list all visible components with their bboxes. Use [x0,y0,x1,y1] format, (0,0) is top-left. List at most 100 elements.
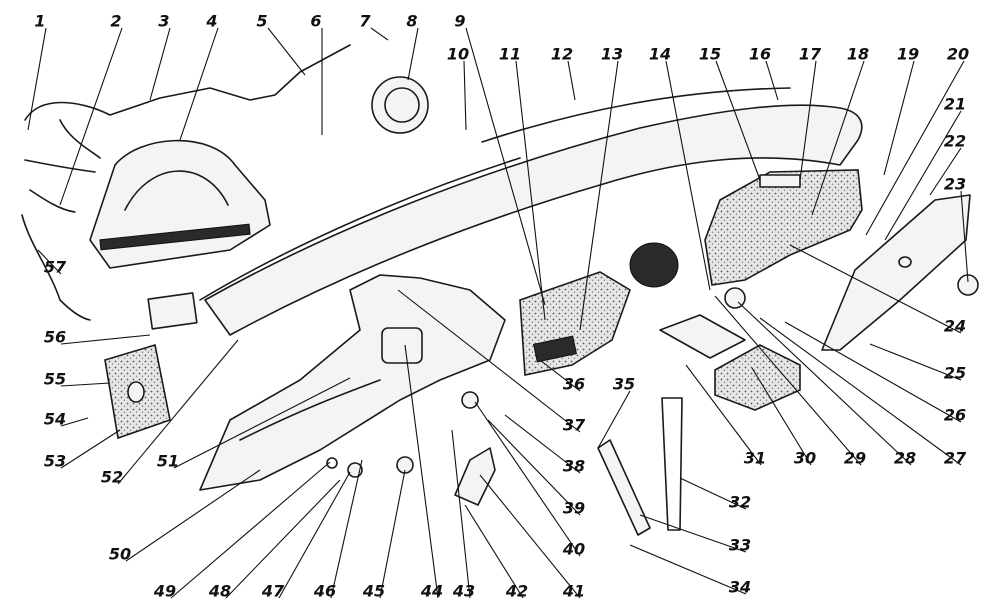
part-number-11: 11 [499,45,521,64]
leader-line-28 [737,301,912,466]
leader-line-34 [629,544,747,595]
leader-line-44 [404,344,439,599]
part-number-37: 37 [563,416,586,435]
leader-line-10 [463,60,467,131]
leader-line-40 [474,401,581,557]
leader-line-53 [60,429,121,469]
glove-door-lock [898,256,912,268]
leader-line-41 [479,474,581,599]
part-number-18: 18 [847,45,869,64]
glove-box [704,169,863,286]
leader-line-21 [884,110,962,241]
leader-line-47 [278,471,351,599]
part-number-4: 4 [205,12,217,31]
leader-line-1 [27,27,47,131]
part-number-32: 32 [729,493,751,512]
part-number-50: 50 [109,545,131,564]
glove-box-door [821,194,971,351]
part-number-29: 29 [844,449,866,468]
part-number-10: 10 [447,45,469,64]
part-number-51: 51 [157,452,179,471]
part-number-33: 33 [729,536,751,555]
part-number-56: 56 [44,328,66,347]
part-number-23: 23 [944,175,966,194]
part-number-44: 44 [420,582,443,601]
part-number-12: 12 [551,45,573,64]
part-number-15: 15 [699,45,721,64]
leader-line-3 [149,27,171,101]
cluster-base [99,223,251,251]
dashboard-top-panel [204,104,863,336]
leader-line-32 [679,477,747,510]
part-number-17: 17 [799,45,822,64]
part-number-31: 31 [744,449,766,468]
leader-line-29 [714,295,862,466]
cover-plate-hole [127,381,145,403]
part-number-35: 35 [613,375,635,394]
cluster-dial [124,170,229,211]
leader-line-12 [567,60,576,101]
part-number-25: 25 [944,364,966,383]
leader-line-11 [515,60,546,321]
leader-line-49 [170,461,331,599]
part-number-38: 38 [563,457,585,476]
part-number-13: 13 [601,45,623,64]
part-number-1: 1 [34,12,45,31]
part-number-24: 24 [944,317,966,336]
part-number-54: 54 [44,410,66,429]
leader-line-38 [504,414,581,474]
part-number-7: 7 [359,12,371,31]
leader-line-43 [451,429,471,599]
leader-line-9 [465,27,546,306]
leader-line-19 [883,60,915,176]
lower-dash-left [199,274,506,491]
part-number-49: 49 [153,582,176,601]
leader-line-35 [597,390,631,449]
part-number-52: 52 [101,468,123,487]
part-number-43: 43 [452,582,475,601]
leader-line-2 [59,27,123,206]
heater-lever [454,447,496,506]
part-number-55: 55 [44,370,66,389]
leader-line-17 [799,60,817,181]
leader-line-14 [665,60,711,291]
leader-line-37 [397,289,581,433]
leader-line-8 [407,27,419,81]
leader-line-20 [865,60,965,236]
part-number-16: 16 [749,45,771,64]
wiring-harness [24,44,351,121]
leader-line-39 [487,419,581,516]
lower-trim-strip [199,157,521,301]
part-number-9: 9 [454,12,465,31]
leader-line-15 [715,60,761,181]
part-number-27: 27 [944,449,967,468]
leader-line-16 [765,60,779,101]
leader-line-13 [579,60,619,331]
glove-box-lid-hinge [759,174,801,188]
wire-branch-a [59,119,101,159]
part-number-39: 39 [563,499,585,518]
part-number-6: 6 [310,12,321,31]
cigarette-lighter [724,287,746,309]
part-number-40: 40 [562,540,585,559]
part-number-21: 21 [944,95,966,114]
key-switch-38 [461,391,479,409]
leader-line-56 [60,334,151,345]
support-strap [597,439,651,536]
leader-line-18 [811,60,865,216]
leader-line-50 [125,469,261,562]
instrument-cluster [89,139,271,269]
wire-branch-c [29,189,76,213]
rotary-switch [381,327,423,364]
mounting-bracket [661,397,683,531]
small-knob-45 [396,456,414,474]
radio-tuner [532,335,578,363]
dash-clock [371,76,429,134]
part-number-48: 48 [208,582,231,601]
leader-line-42 [464,504,524,599]
part-number-19: 19 [897,45,919,64]
leader-line-23 [960,190,969,283]
leader-line-5 [267,27,306,76]
